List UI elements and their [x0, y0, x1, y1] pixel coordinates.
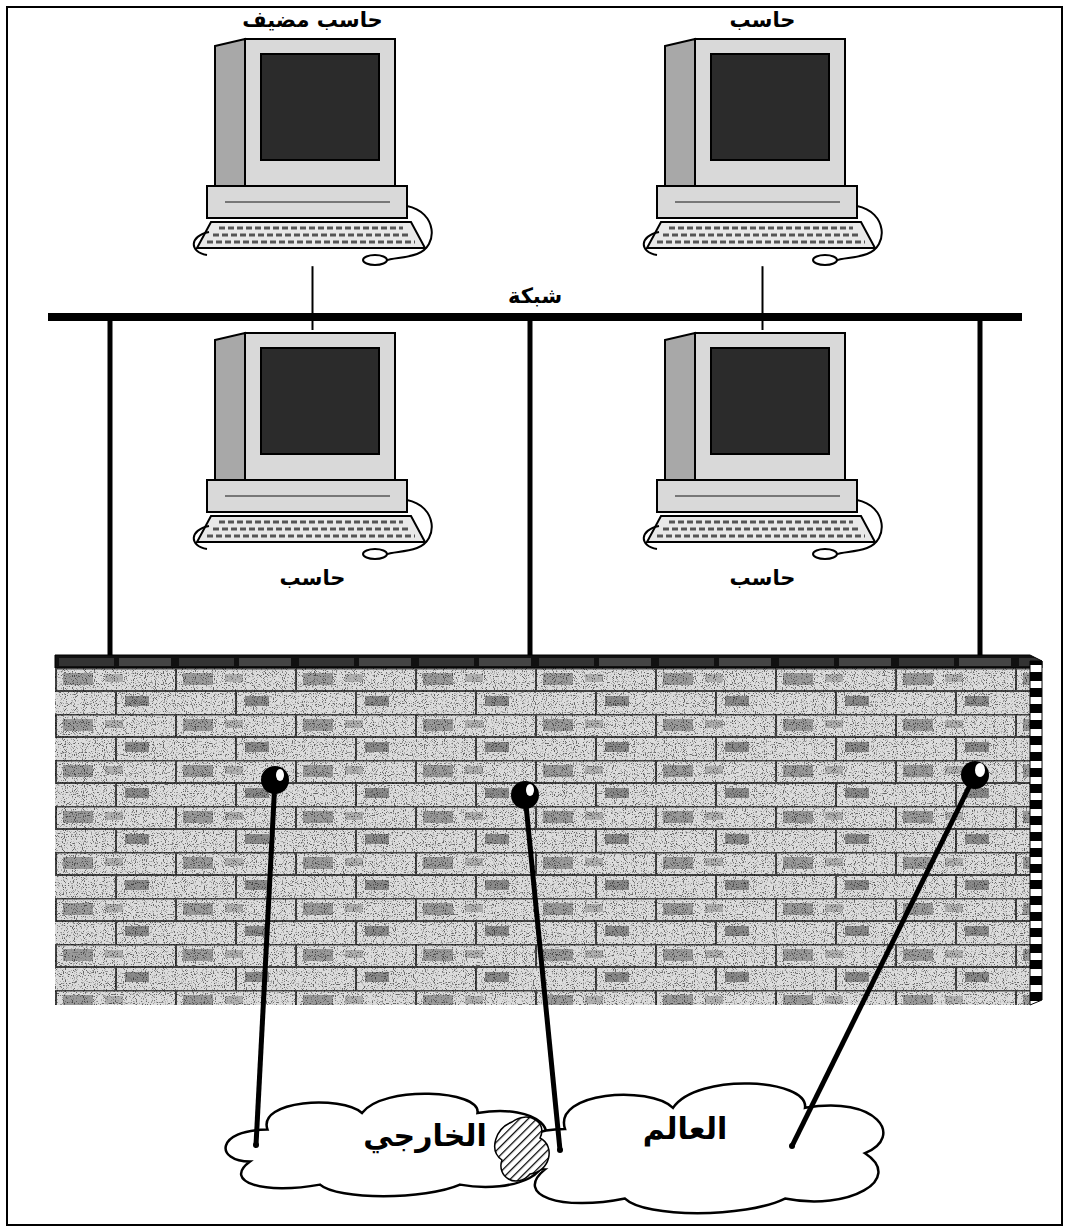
computer-label: حاسب مضيف [242, 8, 383, 33]
cloud-label: الخارجي [363, 1118, 487, 1154]
computer-icon [635, 36, 890, 266]
cloud-node: العالم [505, 1056, 905, 1218]
computer-icon [635, 330, 890, 560]
network-label: شبكة [504, 284, 566, 309]
network-bus: شبكة [48, 313, 1022, 321]
computer-label: حاسب [730, 566, 796, 591]
computer-label: حاسب [730, 8, 796, 33]
wall-port [261, 761, 989, 809]
computer-node: حاسب [630, 330, 895, 591]
cloud-node: الخارجي [215, 1072, 565, 1200]
computer-icon [185, 330, 440, 560]
cloud-label: العالم [643, 1111, 728, 1147]
network-link [312, 321, 313, 330]
computer-node: حاسب [180, 330, 445, 591]
network-link [762, 321, 763, 330]
computer-node: حاسب مضيف [180, 8, 445, 266]
network-link [762, 266, 763, 313]
computer-node: حاسب [630, 8, 895, 266]
computer-icon [185, 36, 440, 266]
network-link [312, 266, 313, 313]
computer-label: حاسب [280, 566, 346, 591]
